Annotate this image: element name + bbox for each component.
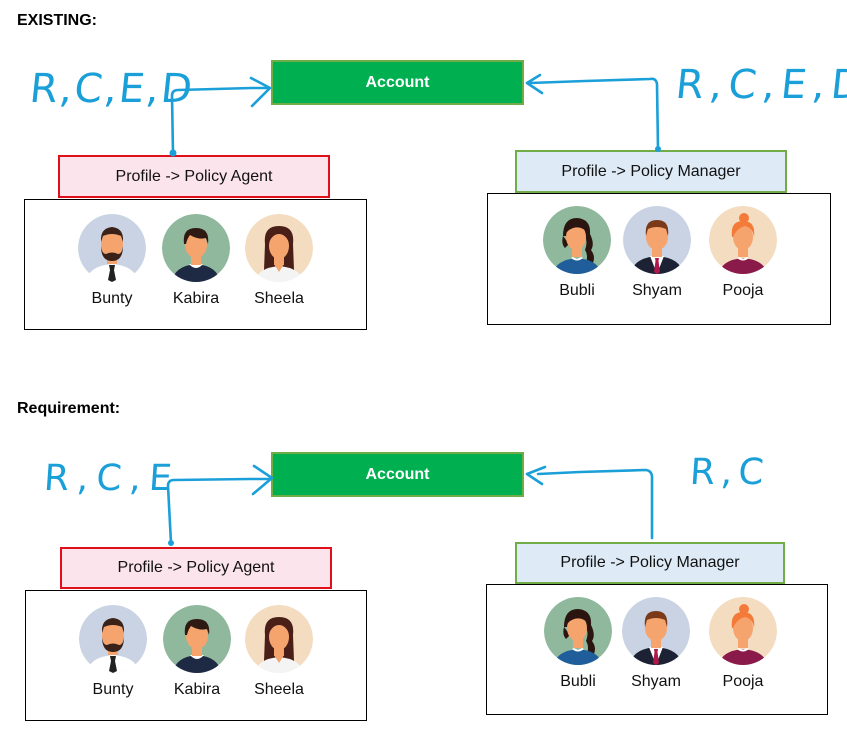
- arrow-manager-to-account-existing: [528, 77, 660, 151]
- arrow-manager-to-account-requirement: [536, 468, 654, 540]
- profile-policy-manager-existing: Profile -> Policy Manager: [515, 150, 787, 193]
- arrow-agent-to-account-requirement: [166, 477, 272, 545]
- permissions-manager-requirement: R,C: [688, 452, 772, 493]
- arrowhead-agent-requirement: [251, 464, 274, 496]
- member-name: Kabira: [173, 681, 221, 698]
- arrowhead-manager-requirement: [525, 465, 547, 486]
- member-shyam: Shyam: [622, 206, 692, 300]
- member-name: Pooja: [722, 673, 764, 690]
- member-name: Bunty: [92, 681, 134, 698]
- member-name: Bunty: [91, 290, 133, 307]
- profile-policy-agent-existing: Profile -> Policy Agent: [58, 155, 330, 198]
- member-name: Sheela: [254, 681, 304, 698]
- manager-members-group-existing: Bubli Shyam Pooja: [487, 193, 831, 325]
- member-name: Sheela: [254, 290, 304, 307]
- bearded-man-avatar-icon: [79, 605, 147, 673]
- woman-bun-avatar-icon: [709, 597, 777, 665]
- member-name: Bubli: [559, 282, 595, 299]
- man-suit-avatar-icon: [622, 597, 690, 665]
- permissions-agent-requirement: R,C,E: [42, 458, 182, 499]
- member-shyam: Shyam: [621, 597, 691, 691]
- member-pooja: Pooja: [708, 597, 778, 691]
- man-suit-avatar-icon: [623, 206, 691, 274]
- agent-members-group-existing: Bunty Kabira Sheela: [24, 199, 367, 330]
- member-pooja: Pooja: [708, 206, 778, 300]
- woman-long-hair-avatar-icon: [245, 605, 313, 673]
- member-name: Kabira: [172, 290, 220, 307]
- member-name: Shyam: [631, 673, 681, 690]
- arrowhead-manager-existing: [525, 73, 544, 95]
- member-kabira: Kabira: [161, 214, 231, 308]
- member-sheela: Sheela: [244, 605, 314, 699]
- member-sheela: Sheela: [244, 214, 314, 308]
- member-bubli: Bubli: [543, 597, 613, 691]
- member-bunty: Bunty: [78, 605, 148, 699]
- woman-wavy-hair-avatar-icon: [544, 597, 612, 665]
- profile-policy-manager-requirement: Profile -> Policy Manager: [515, 542, 785, 584]
- boy-avatar-icon: [163, 605, 231, 673]
- requirement-heading: Requirement:: [17, 400, 121, 417]
- woman-bun-avatar-icon: [709, 206, 777, 274]
- member-bubli: Bubli: [542, 206, 612, 300]
- permissions-agent-existing: R,C,E,D: [27, 66, 197, 112]
- member-name: Pooja: [722, 282, 764, 299]
- woman-long-hair-avatar-icon: [245, 214, 313, 282]
- woman-wavy-hair-avatar-icon: [543, 206, 611, 274]
- member-kabira: Kabira: [162, 605, 232, 699]
- account-box-existing: Account: [271, 60, 524, 105]
- existing-heading: EXISTING:: [17, 12, 98, 29]
- member-bunty: Bunty: [77, 214, 147, 308]
- agent-members-group-requirement: Bunty Kabira Sheela: [25, 590, 367, 721]
- profile-policy-agent-requirement: Profile -> Policy Agent: [60, 547, 332, 589]
- member-name: Shyam: [632, 282, 682, 299]
- manager-members-group-requirement: Bubli Shyam Pooja: [486, 584, 828, 715]
- bearded-man-avatar-icon: [78, 214, 146, 282]
- arrowhead-agent-existing: [249, 76, 272, 108]
- account-box-requirement: Account: [271, 452, 524, 497]
- member-name: Bubli: [560, 673, 596, 690]
- boy-avatar-icon: [162, 214, 230, 282]
- connector-dot-agent-requirement: [168, 540, 174, 546]
- permissions-manager-existing: R,C,E,D: [673, 62, 847, 108]
